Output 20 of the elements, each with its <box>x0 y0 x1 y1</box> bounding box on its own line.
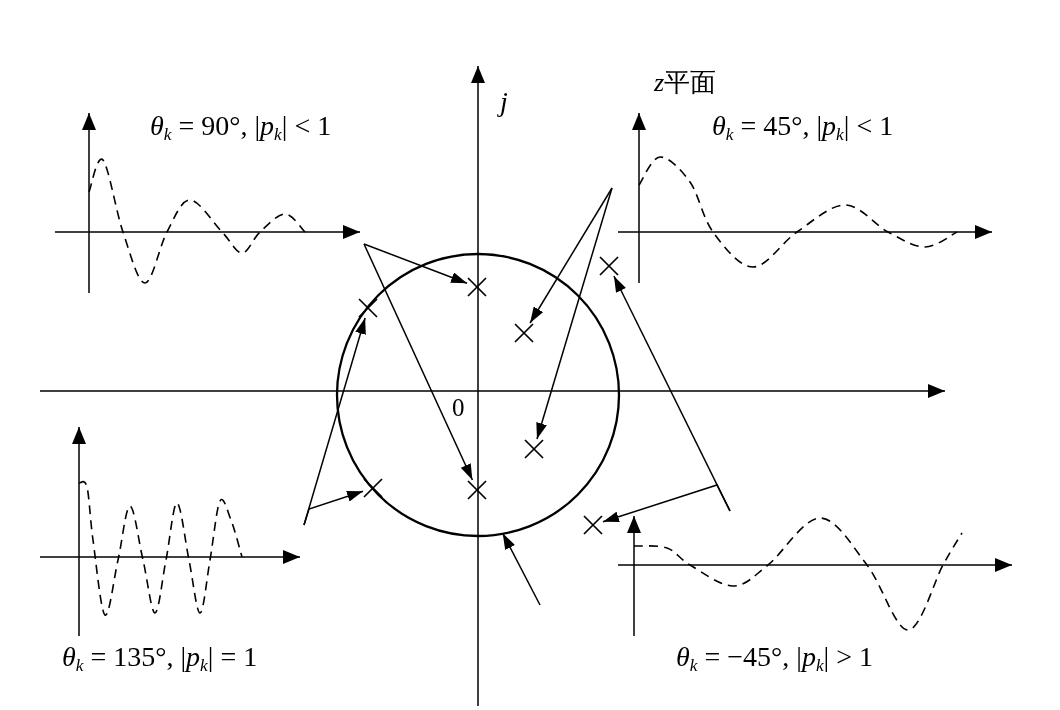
condition-label: θ$_{k}$ = −45°, |p$_{k}$| > 1 <box>676 641 873 674</box>
leader-arrow <box>303 490 364 526</box>
cross-icon <box>583 515 603 535</box>
cross-icon <box>514 323 534 343</box>
cross-icon <box>524 439 544 459</box>
cross-icon <box>363 478 383 498</box>
condition-label: θ$_{k}$ = 90°, |p$_{k}$| < 1 <box>150 110 332 143</box>
leader-arrow <box>529 187 613 324</box>
cross-icon <box>358 298 378 318</box>
cross-icon <box>599 256 619 276</box>
origin-label: 0 <box>452 394 465 423</box>
unit-circle <box>335 251 621 538</box>
condition-label: θ$_{k}$ = 45°, |p$_{k}$| < 1 <box>712 110 894 143</box>
plane-label: z平面 <box>654 68 717 98</box>
condition-label: θ$_{k}$ = 135°, |p$_{k}$| = 1 <box>62 641 258 674</box>
cross-icon <box>467 480 487 500</box>
cross-icon <box>467 277 487 297</box>
leader-arrow <box>602 484 731 523</box>
leader-arrow <box>501 532 541 606</box>
leader-arrow <box>536 187 613 440</box>
